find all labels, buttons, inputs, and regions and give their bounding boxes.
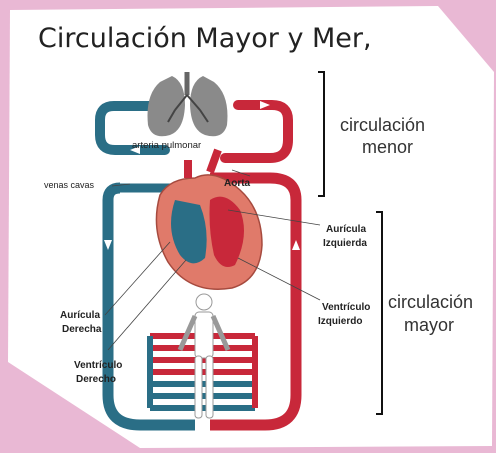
bracket-mayor-line1: circulación [388, 292, 473, 312]
pulmonary-artery-loop [95, 101, 170, 155]
label-ventriculo-derecho-2: Derecho [76, 374, 116, 385]
label-auricula-izquierda-1: Aurícula [326, 224, 366, 235]
label-auricula-izquierda-2: Izquierda [323, 238, 367, 249]
label-auricula-derecha-1: Aurícula [60, 310, 100, 321]
label-aorta: Aorta [224, 178, 251, 189]
label-ventriculo-izquierdo-2: Izquierdo [318, 316, 362, 327]
bracket-mayor-line2: mayor [404, 315, 454, 335]
pulmonary-vein-loop [220, 100, 293, 163]
bracket-menor-line1: circulación [340, 115, 425, 135]
label-venas-cavas: venas cavas [44, 180, 95, 190]
pointer-lines [104, 169, 321, 351]
bracket-menor-line2: menor [362, 137, 413, 157]
label-ventriculo-derecho-1: Ventrículo [74, 360, 122, 371]
page-title: Circulación Mayor y Mer, [38, 23, 372, 54]
lungs-icon [147, 72, 228, 137]
heart-icon [155, 148, 263, 290]
bracket-menor [318, 71, 325, 197]
bracket-mayor [376, 211, 383, 415]
label-auricula-derecha-2: Derecha [62, 324, 102, 335]
systemic-arterial-loop [210, 172, 302, 431]
flow-arrows [104, 101, 300, 250]
systemic-venous-loop [102, 182, 195, 431]
human-figure-icon [177, 293, 231, 419]
label-ventriculo-izquierdo-1: Ventrículo [322, 302, 370, 313]
label-arteria-pulmonar: arteria pulmonar [132, 140, 201, 151]
